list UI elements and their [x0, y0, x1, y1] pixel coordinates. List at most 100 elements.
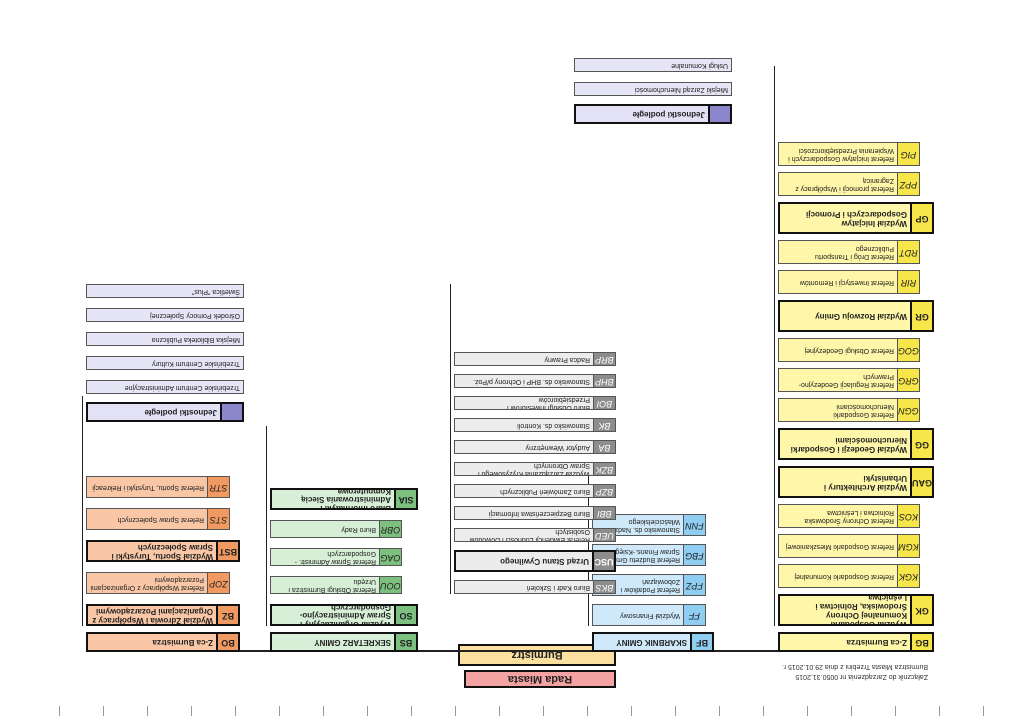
scan-edge-tick [279, 706, 280, 716]
bo-subordinate-item-label: Trzebińskie Centrum Kultury [151, 359, 240, 367]
center-unit-bzk-code: BZK [593, 463, 615, 475]
bg-unit-gp-code: GP [910, 204, 932, 232]
bg-unit-gog-code: GOG [897, 339, 919, 361]
bg-unit-rdt-label: Referat Dróg i Transportu Publicznego [815, 245, 894, 260]
bg-unit-gp-label: Wydział Inicjatyw Gospodarczych i Promoc… [806, 210, 907, 228]
bo-unit-bz-label: Wydział Zdrowia i Współpracy z Organizac… [92, 607, 213, 625]
bg-unit-gau-code: GAU [910, 468, 932, 496]
bo-subordinate-item: Trzebińskie Centrum Administracyjne [86, 380, 244, 394]
bg-subordinate-code [708, 106, 730, 122]
center-unit-bks-label: Biuro Kadr i Szkoleń [526, 583, 590, 591]
bg-unit-rdt-code: RDT [897, 241, 919, 263]
bf-unit-fbg-code: FBG [683, 545, 705, 565]
center-unit-bzp-code: BZP [593, 485, 615, 497]
scan-edge-tick [367, 706, 368, 716]
bg-unit-kgk-code: KGK [897, 565, 919, 587]
bo-unit-str-code: STR [207, 477, 229, 497]
bg-unit-kgm-code: KGM [897, 535, 919, 557]
bs-unit-obr-label: Biuro Rady [341, 525, 376, 533]
city-council-label: Rada Miasta [507, 673, 573, 686]
bg-subordinate-title: Jednostki podległe [574, 104, 732, 124]
caption-line-1: Załącznik do Zarządzenia nr 0050.31.2015 [795, 673, 928, 680]
bg-unit-grg-label: Referat Regulacji Geodezyjno-Prawnych [798, 373, 894, 388]
scan-edge-tick [675, 706, 676, 716]
bo-subordinate-item: Świetlica "Plus" [86, 284, 244, 298]
bo-unit-zop-label: Referat Współpracy z Organizacjami Pozar… [90, 576, 204, 591]
scan-edge-tick [191, 706, 192, 716]
caption-line-2: Burmistrza Miasta Trzebini z dnia 29.01.… [782, 663, 928, 670]
center-unit-ued-code: UED [593, 529, 615, 541]
bf-unit-fnn-code: FNN [683, 515, 705, 535]
scan-edge-tick [983, 706, 984, 716]
city-council-box: Rada Miasta [464, 670, 616, 688]
center-unit-brp-code: BRP [593, 353, 615, 365]
bs-head-code: BS [394, 634, 416, 650]
bs-spine [266, 426, 267, 626]
scan-edge-tick [939, 706, 940, 716]
scan-edge-tick [323, 706, 324, 716]
scan-edge-tick [147, 706, 148, 716]
scan-edge-tick [631, 706, 632, 716]
bo-unit-zop-code: ZOP [207, 573, 229, 593]
bs-unit-oou-label: Referat Obsługi Burmistrza i Urzędu [288, 578, 376, 593]
bg-head-label: Z-ca Burmistrza [846, 638, 907, 648]
center-unit-bhp-code: BHP [593, 375, 615, 387]
bg-unit-gog-label: Referat Obsługi Geodezyjnej [804, 346, 895, 354]
center-unit-usc-code: USC [592, 552, 614, 570]
bg-unit-gk-code: GK [910, 596, 932, 624]
center-unit-bbi-code: BBI [593, 507, 615, 519]
bo-subordinate-item-label: Trzebińskie Centrum Administracyjne [124, 383, 240, 391]
bg-subordinate-title-label: Jednostki podległe [632, 110, 705, 120]
bo-unit-sts-label: Referat Spraw Społecznych [117, 515, 204, 523]
bs-unit-so-label: Wydział Organizacyjny i Spraw Administra… [299, 604, 391, 626]
bo-subordinate-code [220, 404, 242, 420]
bf-head-code: BF [690, 634, 712, 650]
bo-subordinate-title: Jednostki podległe [86, 402, 244, 422]
scan-edge-tick [719, 706, 720, 716]
bo-subordinate-item: Trzebińskie Centrum Kultury [86, 356, 244, 370]
bg-unit-gg-code: GG [910, 430, 932, 458]
bg-unit-rir-code: RIR [897, 271, 919, 293]
bg-unit-gg-label: Wydział Geodezji i Gospodarki Nieruchomo… [790, 436, 907, 454]
scan-edge-tick [807, 706, 808, 716]
bo-subordinate-item-label: Miejska Biblioteka Publiczna [151, 335, 240, 343]
bg-spine [774, 66, 775, 626]
center-unit-ba-label: Audytor Wewnętrzny [525, 443, 590, 451]
center-unit-ba-code: BA [593, 441, 615, 453]
bg-unit-kos-label: Referat Ochrony Środowiska Rolnictwa i L… [804, 509, 894, 524]
center-unit-bks-code: BKS [593, 581, 615, 593]
bo-unit-sts-code: STS [207, 509, 229, 529]
bg-subordinate-item: Miejski Zarząd Nieruchomości [574, 82, 732, 96]
bg-unit-gk-label: Wydział Gospodarki Komunalnej Ochrony Śr… [815, 594, 907, 626]
bo-subordinate-title-label: Jednostki podległe [144, 408, 217, 418]
bg-unit-pig-code: PIG [897, 143, 919, 165]
bs-unit-sia-code: SIA [394, 490, 416, 508]
bg-unit-rir-label: Referat Inwestycji i Remontów [799, 278, 894, 286]
